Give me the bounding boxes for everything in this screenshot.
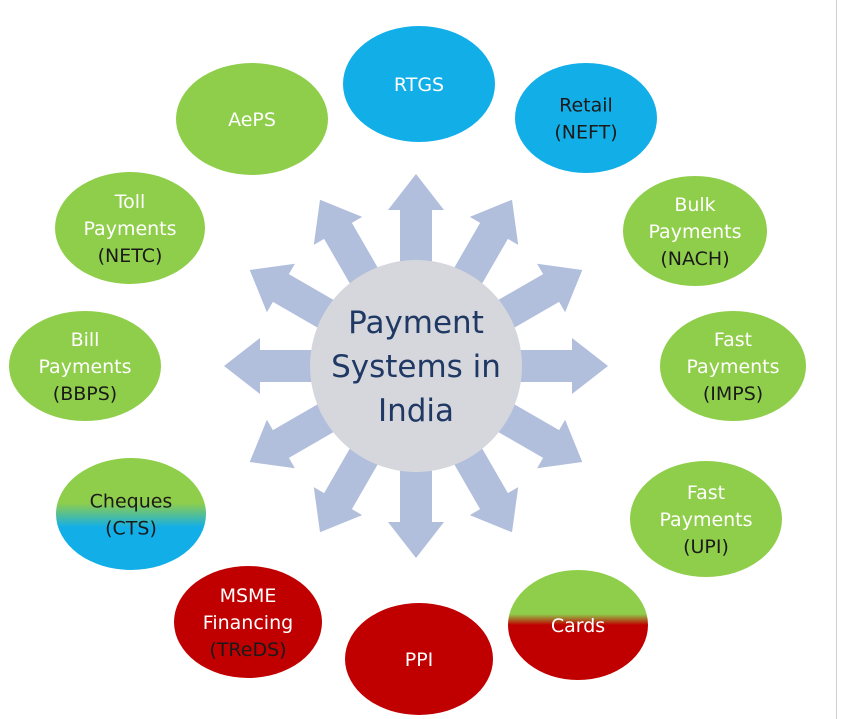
node-bulk-nach-label-line: Payments bbox=[648, 221, 741, 243]
node-cards-ellipse bbox=[508, 570, 648, 680]
node-toll-netc-label-line: Payments bbox=[83, 218, 176, 240]
arrow-to-ppi bbox=[388, 446, 444, 558]
node-cheques-cts-label-line: (CTS) bbox=[105, 518, 157, 540]
node-bill-bbps-ellipse bbox=[9, 311, 161, 421]
node-cheques-cts-ellipse bbox=[56, 458, 206, 570]
node-bulk-nach-label-line: (NACH) bbox=[660, 248, 729, 270]
node-bulk-nach-label-line: Bulk bbox=[674, 194, 715, 216]
node-bill-bbps-label-line: Bill bbox=[71, 329, 100, 351]
node-msme-treds-ellipse bbox=[174, 566, 322, 678]
page-edge-line bbox=[836, 0, 837, 719]
node-rtgs-label-line: RTGS bbox=[394, 74, 444, 96]
center-title-line: Payment bbox=[348, 305, 484, 341]
node-aeps: AePS bbox=[176, 63, 328, 175]
node-aeps-ellipse bbox=[176, 63, 328, 175]
node-bulk-nach-ellipse bbox=[623, 176, 767, 286]
arrow-to-fast-imps bbox=[496, 338, 608, 394]
node-fast-imps-label-line: Payments bbox=[686, 356, 779, 378]
arrow-to-bill-bbps bbox=[224, 338, 336, 394]
center-circle bbox=[310, 260, 522, 472]
node-msme-treds-label-line: (TReDS) bbox=[209, 639, 286, 661]
node-rtgs: RTGS bbox=[343, 26, 495, 142]
node-retail-neft-label-line: (NEFT) bbox=[554, 122, 617, 144]
node-cheques-cts: Cheques (CTS) bbox=[56, 458, 206, 570]
node-fast-imps-ellipse bbox=[660, 311, 806, 421]
node-fast-upi-ellipse bbox=[630, 461, 782, 577]
node-cards: Cards bbox=[508, 570, 648, 680]
node-msme-treds: MSME Financing (TReDS) bbox=[174, 566, 322, 678]
center-title-line: Systems in bbox=[331, 349, 501, 385]
node-cheques-cts-label-line: Cheques bbox=[90, 491, 173, 513]
node-bill-bbps-label-line: (BBPS) bbox=[53, 383, 117, 405]
node-retail-neft-label-line: Retail bbox=[559, 95, 613, 117]
node-toll-netc-ellipse bbox=[55, 172, 205, 284]
node-ppi: PPI bbox=[345, 603, 493, 715]
node-msme-treds-label-line: Financing bbox=[203, 612, 293, 634]
node-ppi-ellipse bbox=[345, 603, 493, 715]
node-rtgs-ellipse bbox=[343, 26, 495, 142]
node-aeps-label-line: AePS bbox=[228, 109, 276, 131]
node-fast-upi-label-line: (UPI) bbox=[683, 536, 729, 558]
node-fast-upi-label-line: Fast bbox=[687, 482, 725, 504]
node-fast-upi-label-line: Payments bbox=[659, 509, 752, 531]
node-toll-netc-label-line: Toll bbox=[114, 191, 146, 213]
node-cards-label-line: Cards bbox=[551, 615, 605, 637]
node-bill-bbps-label-line: Payments bbox=[38, 356, 131, 378]
node-toll-netc-label-line: (NETC) bbox=[98, 245, 163, 267]
node-msme-treds-label-line: MSME bbox=[220, 585, 277, 607]
node-fast-imps-label-line: Fast bbox=[714, 329, 752, 351]
arrow-to-rtgs bbox=[388, 174, 444, 286]
node-retail-neft-ellipse bbox=[515, 63, 657, 173]
node-ppi-label-line: PPI bbox=[405, 649, 434, 671]
center-title-line: India bbox=[378, 393, 454, 429]
node-fast-imps-label-line: (IMPS) bbox=[703, 383, 763, 405]
node-retail-neft: Retail (NEFT) bbox=[515, 63, 657, 173]
